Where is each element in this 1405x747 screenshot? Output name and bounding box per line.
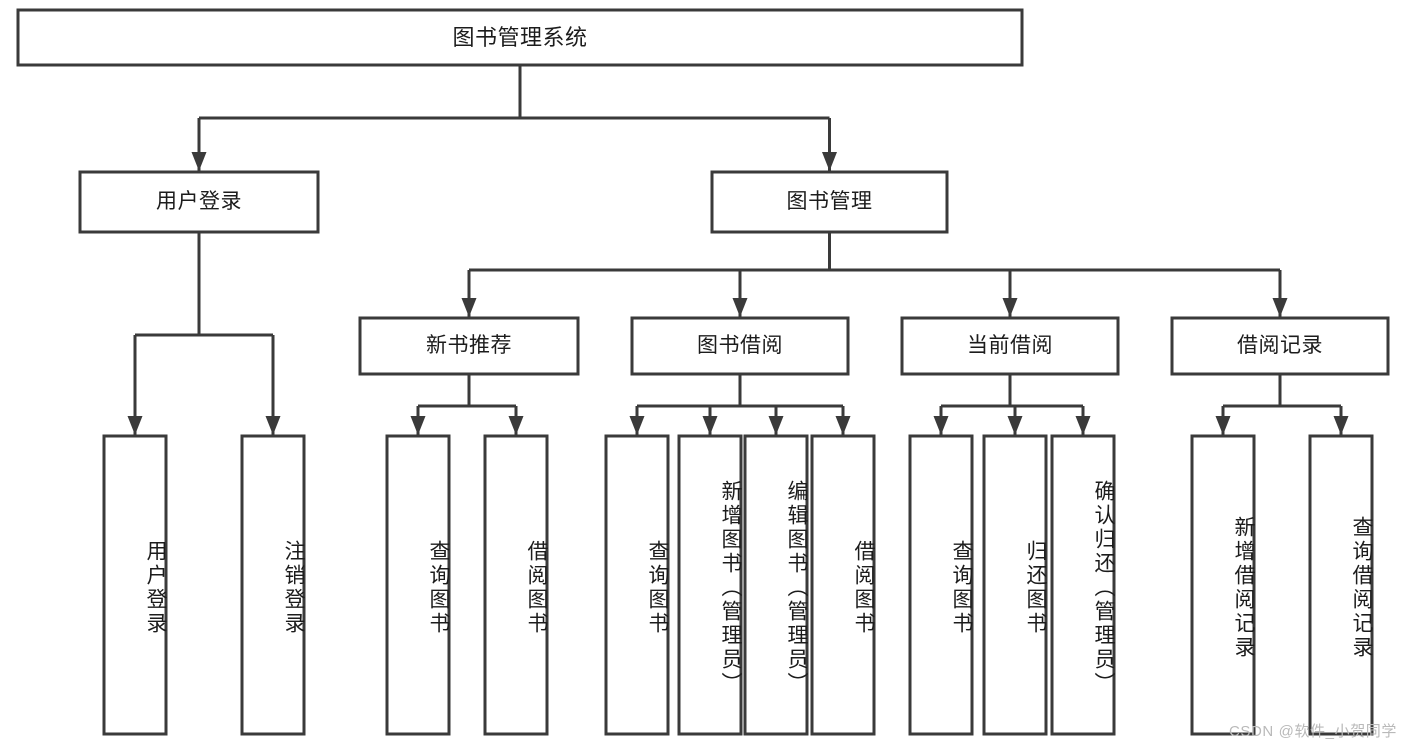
node-user-login[interactable] — [80, 172, 318, 232]
node-book-manage[interactable] — [712, 172, 947, 232]
node-box-leaf-borrow-borrow-book[interactable] — [810, 434, 876, 736]
node-box-leaf-cur-query-book[interactable] — [908, 434, 974, 736]
node-new-book-recommend[interactable] — [360, 318, 578, 374]
node-box-leaf-borrow-add-book[interactable] — [677, 434, 743, 736]
node-leaf-borrow-edit-book[interactable] — [745, 436, 807, 734]
watermark: CSDN @软件_小贺同学 — [1228, 723, 1397, 740]
node-box-root[interactable] — [16, 8, 1024, 67]
node-box-leaf-rec-query-book[interactable] — [385, 434, 451, 736]
node-box-leaf-cur-confirm-return[interactable] — [1050, 434, 1116, 736]
node-leaf-rec-query-book[interactable] — [387, 436, 449, 734]
node-leaf-borrow-add-book[interactable] — [679, 436, 741, 734]
node-root[interactable] — [18, 10, 1022, 65]
node-box-leaf-user-login[interactable] — [102, 434, 168, 736]
node-current-borrow[interactable] — [902, 318, 1118, 374]
node-leaf-borrow-borrow-book[interactable] — [812, 436, 874, 734]
node-leaf-rec-borrow-book[interactable] — [485, 436, 547, 734]
node-box-user-login[interactable] — [78, 170, 320, 234]
node-box-book-borrow[interactable] — [630, 316, 850, 376]
node-box-new-book-recommend[interactable] — [358, 316, 580, 376]
node-box-book-manage[interactable] — [710, 170, 949, 234]
node-box-leaf-borrow-edit-book[interactable] — [743, 434, 809, 736]
node-box-leaf-cur-return-book[interactable] — [982, 434, 1048, 736]
node-box-current-borrow[interactable] — [900, 316, 1120, 376]
node-leaf-rec-query-record[interactable] — [1310, 436, 1372, 734]
box-layer — [16, 8, 1390, 736]
node-leaf-cur-return-book[interactable] — [984, 436, 1046, 734]
node-leaf-cur-confirm-return[interactable] — [1052, 436, 1114, 734]
node-box-leaf-rec-add-record[interactable] — [1190, 434, 1256, 736]
node-leaf-cur-query-book[interactable] — [910, 436, 972, 734]
node-box-leaf-user-logout[interactable] — [240, 434, 306, 736]
node-book-borrow[interactable] — [632, 318, 848, 374]
node-box-leaf-borrow-query-book[interactable] — [604, 434, 670, 736]
node-box-leaf-rec-borrow-book[interactable] — [483, 434, 549, 736]
node-leaf-rec-add-record[interactable] — [1192, 436, 1254, 734]
node-borrow-record[interactable] — [1172, 318, 1388, 374]
node-box-borrow-record[interactable] — [1170, 316, 1390, 376]
node-leaf-borrow-query-book[interactable] — [606, 436, 668, 734]
connector-layer — [127, 65, 1349, 435]
node-box-leaf-rec-query-record[interactable] — [1308, 434, 1374, 736]
node-leaf-user-login[interactable] — [104, 436, 166, 734]
node-leaf-user-logout[interactable] — [242, 436, 304, 734]
